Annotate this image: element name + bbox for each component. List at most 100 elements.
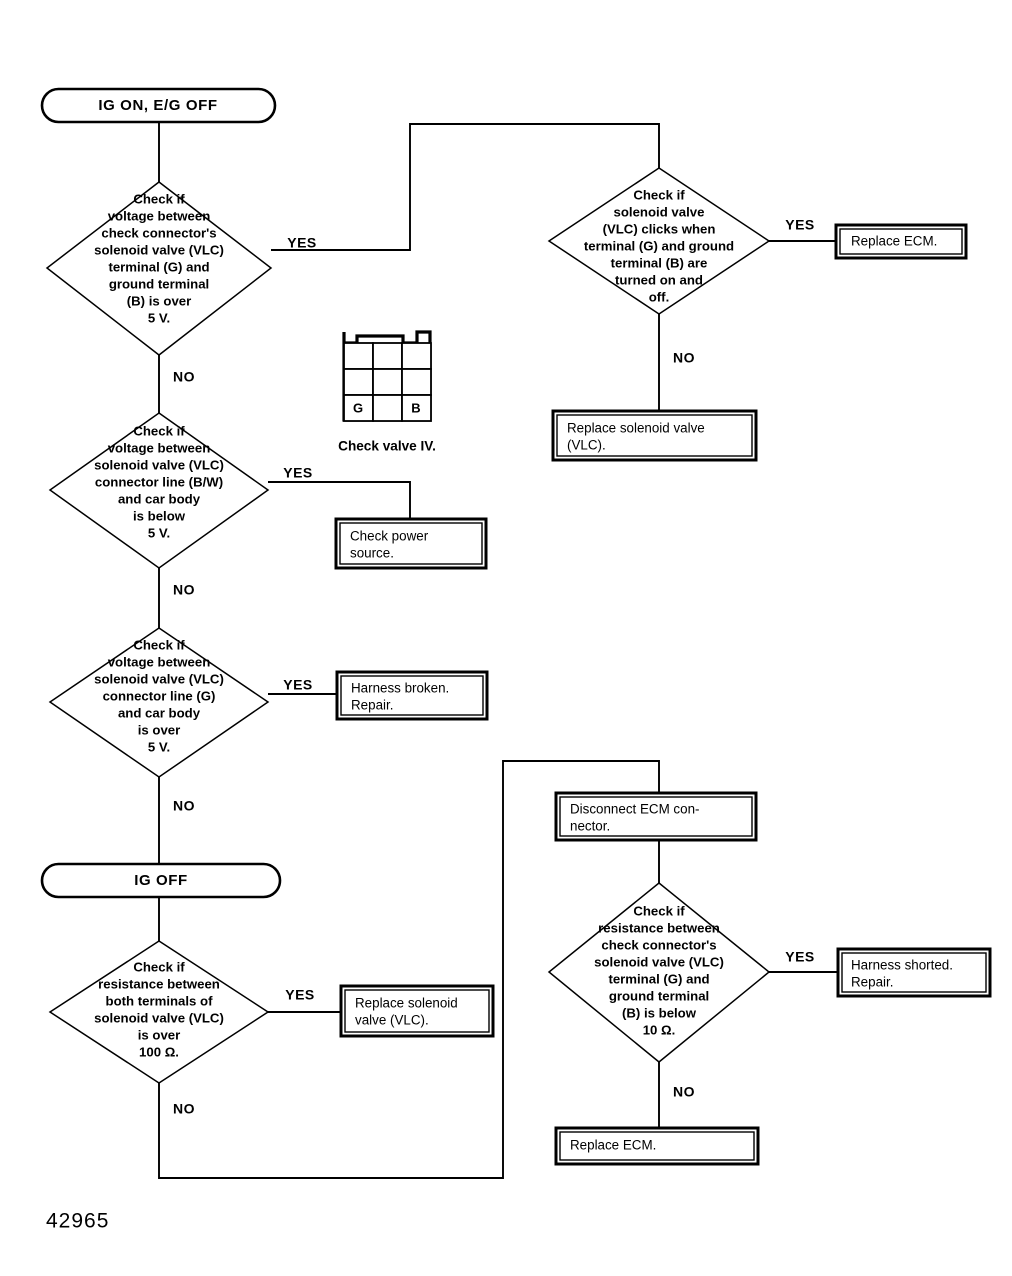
node-d2-voltage-bw-line[interactable]: Check if voltage between solenoid valve … bbox=[48, 412, 270, 569]
d6-yes-label: YES bbox=[785, 949, 815, 965]
conn-d4-no-to-disconnect bbox=[158, 760, 660, 1179]
terminator-igoff-shape bbox=[40, 862, 282, 899]
d5-line-6: off. bbox=[649, 289, 670, 304]
d2-line-3: connector line (B/W) bbox=[95, 474, 223, 489]
d4-yes-label: YES bbox=[285, 987, 315, 1003]
d3-no-label: NO bbox=[173, 798, 195, 814]
d5-no-label: NO bbox=[673, 350, 695, 366]
d5-line-4: terminal (B) are bbox=[611, 255, 708, 270]
node-replace-solenoid-bottom[interactable]: Replace solenoid valve (VLC). bbox=[339, 984, 495, 1038]
node-check-power-source[interactable]: Check power source. bbox=[334, 517, 488, 570]
d2-line-0: Check if bbox=[133, 423, 185, 438]
d4-line-0: Check if bbox=[133, 959, 185, 974]
harness-shorted-line-1: Repair. bbox=[851, 975, 893, 990]
connector-cell-r1c1 bbox=[343, 342, 374, 370]
replace-solenoid-right-line-0: Replace solenoid valve bbox=[567, 421, 705, 436]
d2-no-label: NO bbox=[173, 582, 195, 598]
replace-ecm-bottom-inner bbox=[559, 1131, 755, 1161]
d5-line-2: (VLC) clicks when bbox=[603, 221, 716, 236]
d1-line-5: ground terminal bbox=[109, 276, 209, 291]
d1-no-label: NO bbox=[173, 369, 195, 385]
d6-line-1: resistance between bbox=[598, 920, 720, 935]
node-start-ig-on[interactable]: IG ON, E/G OFF bbox=[40, 87, 277, 124]
node-d3-voltage-g-line[interactable]: Check if voltage between solenoid valve … bbox=[48, 627, 270, 778]
replace-solenoid-bottom-line-1: valve (VLC). bbox=[355, 1013, 429, 1028]
d3-line-1: voltage between bbox=[108, 654, 211, 669]
replace-ecm-top-label: Replace ECM. bbox=[851, 234, 937, 249]
d2-diamond-shape bbox=[48, 412, 270, 569]
connector-cell-r2c2 bbox=[372, 368, 403, 396]
node-replace-solenoid-right[interactable]: Replace solenoid valve (VLC). bbox=[551, 409, 758, 462]
replace-solenoid-bottom-line-0: Replace solenoid bbox=[355, 996, 458, 1011]
node-replace-ecm-bottom[interactable]: Replace ECM. bbox=[554, 1126, 760, 1166]
harness-shorted-line-0: Harness shorted. bbox=[851, 958, 953, 973]
connector-cell-r1c3 bbox=[401, 342, 432, 370]
d1-line-7: 5 V. bbox=[148, 310, 170, 325]
d6-line-4: terminal (G) and bbox=[608, 971, 709, 986]
d2-line-1: voltage between bbox=[108, 440, 211, 455]
d4-line-1: resistance between bbox=[98, 976, 220, 991]
d4-line-5: 100 Ω. bbox=[139, 1044, 179, 1059]
d3-yes-label: YES bbox=[283, 677, 313, 693]
d2-yes-label: YES bbox=[283, 465, 313, 481]
d6-line-0: Check if bbox=[633, 903, 685, 918]
check-power-source-inner bbox=[339, 522, 483, 565]
d2-line-2: solenoid valve (VLC) bbox=[94, 457, 224, 472]
d4-line-2: both terminals of bbox=[106, 993, 214, 1008]
node-d6-resistance-check-connector[interactable]: Check if resistance between check connec… bbox=[547, 882, 771, 1063]
d5-line-5: turned on and bbox=[615, 272, 703, 287]
d3-line-4: and car body bbox=[118, 705, 201, 720]
replace-solenoid-bottom-inner bbox=[344, 989, 490, 1033]
disconnect-ecm-inner bbox=[559, 796, 753, 837]
d2-line-6: 5 V. bbox=[148, 525, 170, 540]
node-harness-shorted[interactable]: Harness shorted. Repair. bbox=[836, 947, 992, 998]
node-start-ig-off[interactable]: IG OFF bbox=[40, 862, 282, 899]
d1-line-4: terminal (G) and bbox=[108, 259, 209, 274]
d5-line-3: terminal (G) and ground bbox=[584, 238, 734, 253]
connector-pin-g-label: G bbox=[353, 400, 363, 415]
d6-line-6: (B) is below bbox=[622, 1005, 697, 1020]
node-harness-broken[interactable]: Harness broken. Repair. bbox=[335, 670, 489, 721]
d3-line-3: connector line (G) bbox=[103, 688, 216, 703]
d4-line-4: is over bbox=[138, 1027, 181, 1042]
connector-cell-r3c1-g bbox=[343, 394, 374, 422]
connector-cell-r3c2 bbox=[372, 394, 403, 422]
replace-solenoid-right-inner bbox=[556, 414, 753, 457]
d6-line-3: solenoid valve (VLC) bbox=[594, 954, 724, 969]
d4-no-label: NO bbox=[173, 1101, 195, 1117]
d1-yes-label: YES bbox=[287, 235, 317, 251]
connector-cell-r1c2 bbox=[372, 342, 403, 370]
replace-solenoid-right-line-1: (VLC). bbox=[567, 438, 606, 453]
d3-line-6: 5 V. bbox=[148, 739, 170, 754]
terminator-shape bbox=[40, 87, 277, 124]
connector-cell-r2c1 bbox=[343, 368, 374, 396]
harness-broken-line-1: Repair. bbox=[351, 698, 393, 713]
harness-shorted-inner bbox=[841, 952, 987, 993]
connector-cell-r3c3-b bbox=[401, 394, 432, 422]
connector-lines bbox=[158, 122, 838, 1179]
node-d5-solenoid-clicks[interactable]: Check if solenoid valve (VLC) clicks whe… bbox=[547, 167, 771, 315]
harness-broken-inner bbox=[340, 675, 484, 716]
d3-line-0: Check if bbox=[133, 637, 185, 652]
node-d1-voltage-check-connector[interactable]: Check if voltage between check connector… bbox=[45, 181, 273, 356]
replace-ecm-bottom-label: Replace ECM. bbox=[570, 1138, 656, 1153]
start-ig-on-label: IG ON, E/G OFF bbox=[98, 97, 217, 114]
d1-diamond-shape bbox=[45, 181, 273, 356]
d4-diamond-shape bbox=[48, 940, 270, 1084]
node-replace-ecm-top[interactable]: Replace ECM. bbox=[834, 223, 968, 260]
conn-d1-yes-to-d5 bbox=[271, 123, 660, 251]
node-d4-resistance-both-terminals[interactable]: Check if resistance between both termina… bbox=[48, 940, 270, 1084]
start-ig-off-label: IG OFF bbox=[134, 872, 188, 889]
d4-line-3: solenoid valve (VLC) bbox=[94, 1010, 224, 1025]
d1-line-1: voltage between bbox=[108, 208, 211, 223]
check-power-source-line-1: source. bbox=[350, 546, 394, 561]
d6-diamond-shape bbox=[547, 882, 771, 1063]
node-disconnect-ecm[interactable]: Disconnect ECM con- nector. bbox=[554, 791, 758, 842]
d6-line-7: 10 Ω. bbox=[643, 1022, 676, 1037]
d2-line-4: and car body bbox=[118, 491, 201, 506]
connector-pin-b-label: B bbox=[411, 400, 420, 415]
check-valve-caption: Check valve IV. bbox=[338, 439, 436, 454]
d1-line-0: Check if bbox=[133, 191, 185, 206]
